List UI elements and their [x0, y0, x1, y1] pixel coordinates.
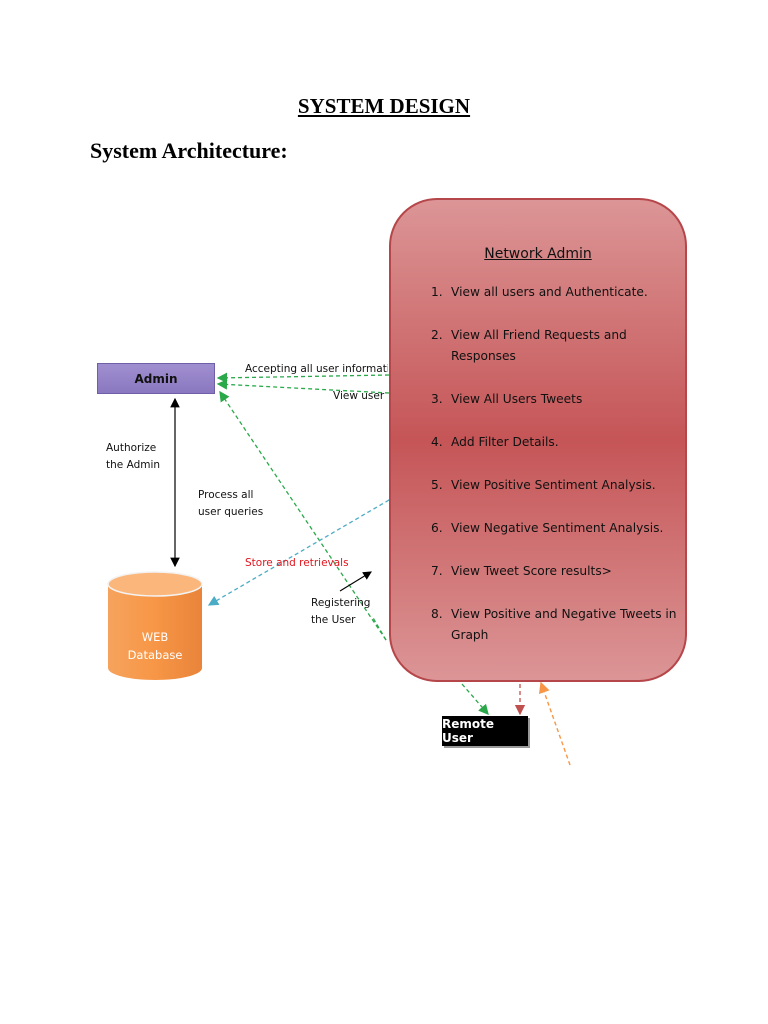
list-item: 3.View All Users Tweets — [431, 392, 583, 406]
label-authorize: Authorize the Admin — [106, 442, 161, 471]
network-admin-panel: Network Admin 1.View all users and Authe… — [389, 198, 687, 682]
arrow-view-user — [216, 379, 390, 394]
arrow-remote-na-orange — [538, 681, 571, 766]
list-item: 8.View Positive and Negative Tweets in G… — [431, 607, 677, 642]
list-item: 1.View all users and Authenticate. — [431, 285, 648, 299]
label-process-queries: Process all user queries — [198, 489, 264, 518]
remote-user-box: Remote User — [442, 716, 528, 746]
list-item: 5.View Positive Sentiment Analysis. — [431, 478, 656, 492]
label-store-retrievals: Store and retrievals — [245, 557, 349, 569]
page-title: SYSTEM DESIGN — [297, 94, 471, 118]
admin-box: Admin — [97, 363, 215, 394]
list-item: 6.View Negative Sentiment Analysis. — [431, 521, 664, 535]
arrow-registering — [339, 571, 372, 592]
arrow-admin-remote-tail — [371, 615, 387, 641]
arrow-na-remote-green — [461, 683, 489, 715]
database-label: WEB Database — [127, 630, 183, 662]
list-item: 7.View Tweet Score results> — [431, 564, 612, 578]
database-cylinder — [107, 571, 203, 680]
list-item: 4.Add Filter Details. — [431, 435, 559, 449]
list-item: 2.View All Friend Requests and Responses — [431, 328, 627, 363]
label-view-user: View user d — [333, 390, 388, 402]
label-registering: Registering the User — [311, 597, 371, 626]
label-accepting-info: Accepting all user information — [245, 363, 388, 375]
network-admin-heading: Network Admin — [484, 246, 592, 262]
arrow-accepting-info — [216, 372, 390, 384]
section-title: System Architecture: — [90, 138, 288, 163]
